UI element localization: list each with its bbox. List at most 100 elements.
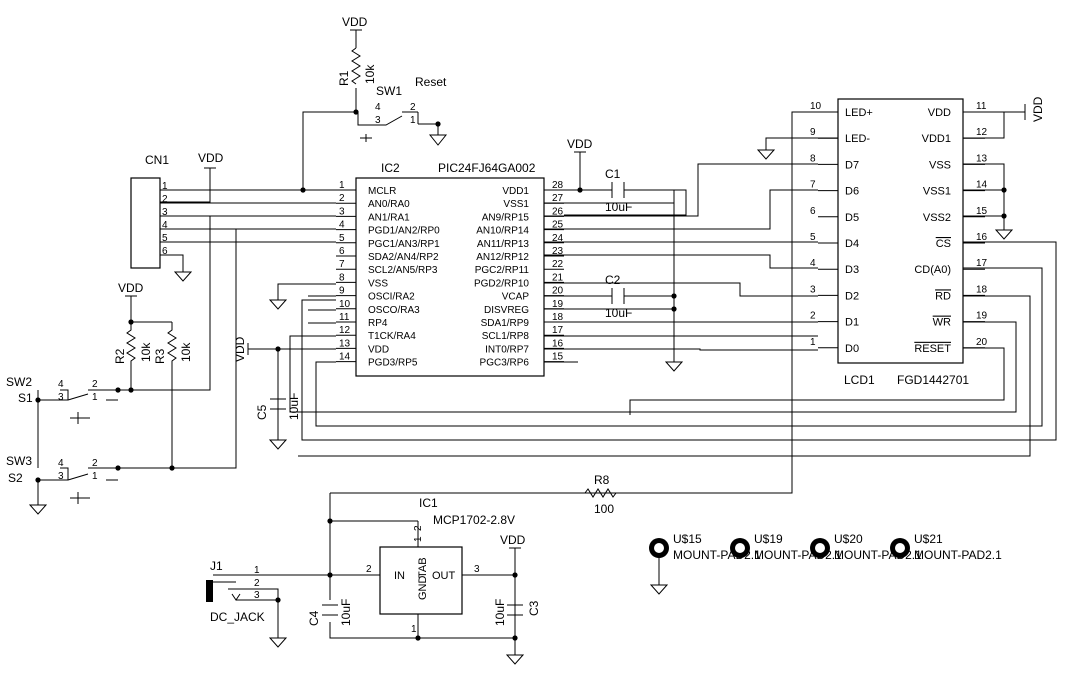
lcd-pin-number: 19 [976,311,988,322]
lcd-pin-number: 15 [976,206,988,217]
ic2-pin-number: 14 [339,352,351,363]
cn1-pin-number: 3 [162,207,168,218]
sw3-pin1: 1 [92,471,98,482]
ic2-pin-number: 20 [552,286,564,297]
j1-name: J1 [210,559,223,573]
vdd-label-c3: VDD [500,533,526,547]
r8-value: 100 [594,502,614,516]
vdd-label-cn1: VDD [198,151,224,165]
vdd-label-lcd: VDD [1031,96,1045,122]
ic2-pin-number: 13 [339,338,351,349]
ic1-pin-gnd: 1 [411,624,417,635]
ic2-pin-number: 18 [552,312,564,323]
mount-pad-hole [735,543,745,553]
ic2-pin-label: VCAP [502,292,530,303]
r3-value: 10k [179,342,193,362]
resistor-r1: R1 10k [337,47,377,86]
lcd-pin-number: 13 [976,153,988,164]
sw2-pin2: 2 [92,379,98,390]
ic2-pin-number: 12 [339,325,351,336]
r1-value: 10k [363,64,377,84]
ic1-pin-out: 3 [474,564,480,575]
vdd-symbol-ic2: VDD [233,336,249,362]
mount-pad-name: U$20 [834,532,863,546]
ic2-pin-number: 1 [339,180,345,191]
vdd-label-c1: VDD [567,137,593,151]
mount-pad-hole [654,543,664,553]
mount-pad-name: U$21 [914,532,943,546]
lcd-pin-label: VSS [929,159,951,171]
ic2-pin-label: DISVREG [484,305,529,316]
sw1-pin2: 2 [410,102,416,113]
ic2-pin-label: AN1/RA1 [368,212,410,223]
ic2-pin-label: RP4 [368,318,388,329]
lcd-pin-number: 7 [810,180,816,191]
sw1-pin4: 4 [375,102,381,113]
c5-name: C5 [255,404,269,420]
lcd-pin-number: 10 [810,101,822,112]
ic2-pin-label: AN9/RP15 [482,212,530,223]
capacitor-c1: C1 10uF [605,167,632,214]
ic2-pin-number: 22 [552,259,564,270]
mount-pad-name: U$19 [754,532,783,546]
lcd-pin-label: VSS1 [923,186,951,198]
cn1-pin-number: 5 [162,233,168,244]
ic2-microcontroller: IC2 PIC24FJ64GA002 1MCLR2AN0/RA03AN1/RA1… [336,161,564,377]
c4-value: 10uF [339,599,353,626]
ic2-pin-number: 19 [552,299,564,310]
ic2-pin-label: PGC1/AN3/RP1 [368,239,440,250]
vdd-symbol-r2: VDD [118,281,144,297]
lcd-pin-label: RD [935,290,951,302]
lcd-pin-label: D2 [845,290,859,302]
lcd1-display: LCD1 FGD1442701 10LED+9LED-8D77D66D55D44… [810,98,988,387]
ic2-pin-number: 9 [339,286,345,297]
cn1-pin-number: 4 [162,220,168,231]
ic2-name: IC2 [381,161,400,175]
ic2-pin-label: SDA2/AN4/RP2 [368,252,439,263]
lcd-pin-label: VSS2 [923,212,951,224]
c3-value: 10uF [493,599,507,626]
lcd-pin-label: D1 [845,317,859,329]
lcd-pin-number: 12 [976,127,988,138]
resistor-r2: R2 10k [113,322,153,364]
ic2-pin-label: PGC2/RP11 [475,265,530,276]
mount-pad-name: U$15 [673,532,702,546]
mount-pads: U$15MOUNT-PAD2.1U$19MOUNT-PAD2.1U$20MOUN… [649,532,1002,562]
ic2-pin-label: AN11/RP13 [477,239,530,250]
c2-name: C2 [605,273,621,287]
sw1-name: SW1 [376,84,402,98]
lcd1-part: FGD1442701 [897,373,969,387]
lcd-pin-number: 18 [976,284,988,295]
lcd-pin-label: D6 [845,186,859,198]
lcd-pin-number: 4 [810,258,816,269]
mount-pad-hole [895,543,905,553]
ic2-pin-label: OSCI/RA2 [368,292,415,303]
lcd1-name: LCD1 [844,373,875,387]
ic2-pin-number: 5 [339,233,345,244]
dc-jack-j1: J1 DC_JACK 1 2 3 [206,559,265,624]
ic2-pin-label: PGD3/RP5 [368,358,418,369]
lcd-pin-number: 8 [810,153,816,164]
resistor-r8: R8 100 [584,473,617,516]
capacitor-c4: C4 10uF [307,599,353,626]
lcd-pin-label: CD(A0) [914,264,951,276]
lcd-pin-label: VDD1 [922,133,951,145]
ic2-pin-label: AN10/RP14 [476,226,529,237]
vdd-symbol-lcd: VDD [1024,96,1045,122]
resistor-r3: R3 10k [153,322,193,364]
lcd-pin-number: 17 [976,258,988,269]
cn1-pin-number: 2 [162,194,168,205]
r2-name: R2 [113,348,127,364]
ic2-pin-label: SDA1/RP9 [481,318,530,329]
cn1-pin-number: 1 [162,181,168,192]
ic2-pin-number: 6 [339,246,345,257]
capacitor-c3: 10uF C3 [493,599,541,626]
lcd-pin-number: 1 [810,337,816,348]
ic2-pin-number: 27 [552,193,564,204]
c4-name: C4 [307,610,321,626]
sw3-pin4: 4 [58,458,64,469]
ic2-pin-number: 28 [552,180,564,191]
ic2-pin-number: 7 [339,259,345,270]
ic2-part: PIC24FJ64GA002 [438,161,536,175]
